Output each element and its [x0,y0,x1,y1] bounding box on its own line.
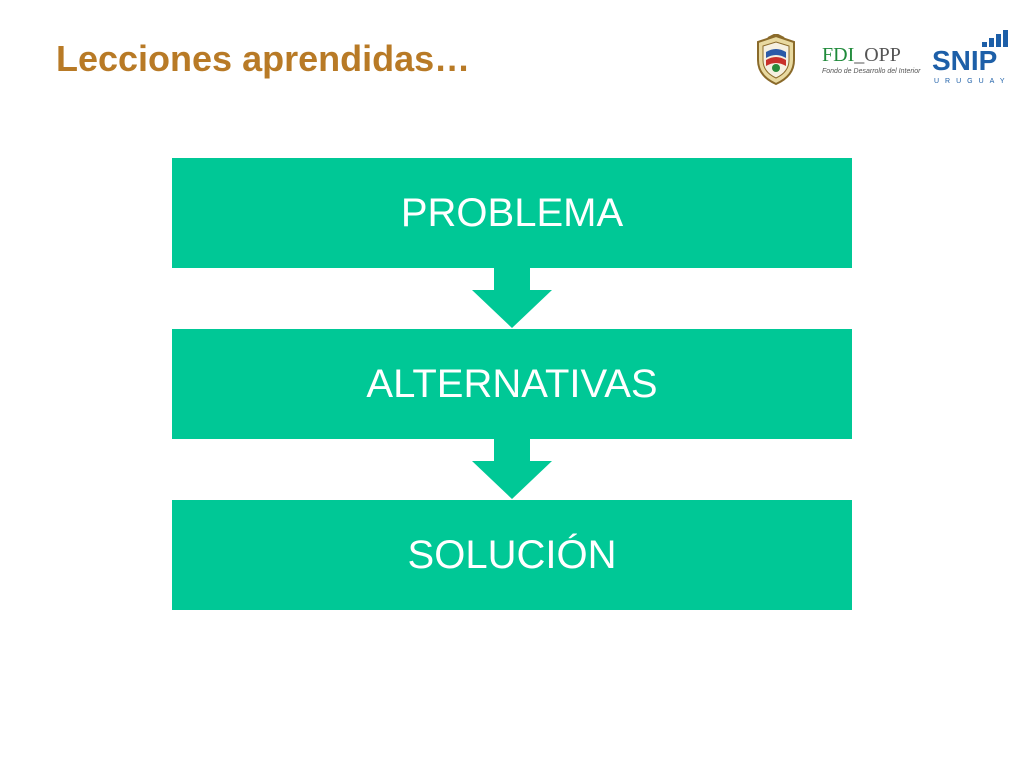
snip-country: URUGUAY [934,78,1011,85]
flow-box-alternativas: ALTERNATIVAS [172,329,852,439]
snip-bar-1 [982,42,987,47]
flow-box-problema: PROBLEMA [172,158,852,268]
fdi-separator: _ [854,44,865,66]
down-arrow-icon [472,266,552,328]
down-arrow-icon [472,437,552,499]
snip-wordmark: SNIP [932,45,998,76]
crest-icon [757,32,795,86]
fdi-opp-wordmark: FDI_OPP [822,44,901,66]
logo-bar: FDI_OPP Fondo de Desarrollo del Interior… [750,26,1014,90]
fdi-subtitle: Fondo de Desarrollo del Interior [822,68,921,75]
slide-title: Lecciones aprendidas… [56,38,471,79]
crest-logo [754,32,798,86]
snip-bar-3 [996,34,1001,47]
flow-box-solucion: SOLUCIÓN [172,500,852,610]
fdi-text: FDI [822,44,855,66]
fdi-opp-logo: FDI_OPP Fondo de Desarrollo del Interior [822,44,920,88]
snip-bar-4 [1003,30,1008,47]
snip-bar-2 [989,38,994,47]
opp-text: OPP [864,44,901,66]
snip-logo: SNIP URUGUAY [932,30,1012,90]
